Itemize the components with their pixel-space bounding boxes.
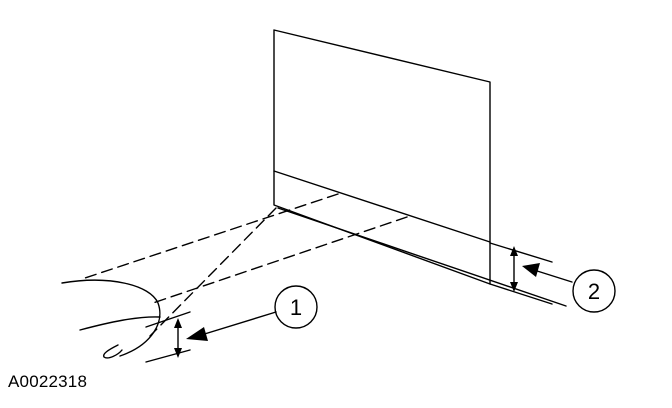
measure-1-arrowhead-bottom <box>174 348 182 358</box>
callout-1-circle <box>274 285 318 329</box>
tire-inner-curve <box>102 344 123 359</box>
measure-2-arrowhead-top <box>510 246 518 256</box>
projection-line-rear <box>149 207 277 337</box>
callout-2-leader <box>533 269 573 283</box>
panel-lower-band-line <box>273 170 491 243</box>
projection-line-lower <box>149 216 408 305</box>
callout-1-leader <box>197 311 277 337</box>
tire-outline <box>61 279 161 357</box>
upright-panel <box>273 29 491 285</box>
callout-2-circle <box>572 269 616 313</box>
measure-2-arrowhead-bottom <box>510 282 518 292</box>
callout-1-arrowhead <box>186 327 208 341</box>
tire-tread-line <box>79 316 161 331</box>
callout-2-arrowhead <box>522 263 540 277</box>
figure-id-label: A0022318 <box>8 372 88 391</box>
callout-1-label: 1 <box>290 295 302 320</box>
measure-2-extension-top <box>489 242 553 263</box>
guide-line-panel <box>277 207 567 307</box>
projection-line-upper <box>81 193 339 280</box>
measure-1-extension-bottom <box>145 349 191 363</box>
callout-2-label: 2 <box>588 279 600 304</box>
measure-2-extension-bottom <box>489 283 553 305</box>
measure-1-arrowhead-top <box>174 318 182 328</box>
measure-1-extension-top <box>145 311 191 328</box>
